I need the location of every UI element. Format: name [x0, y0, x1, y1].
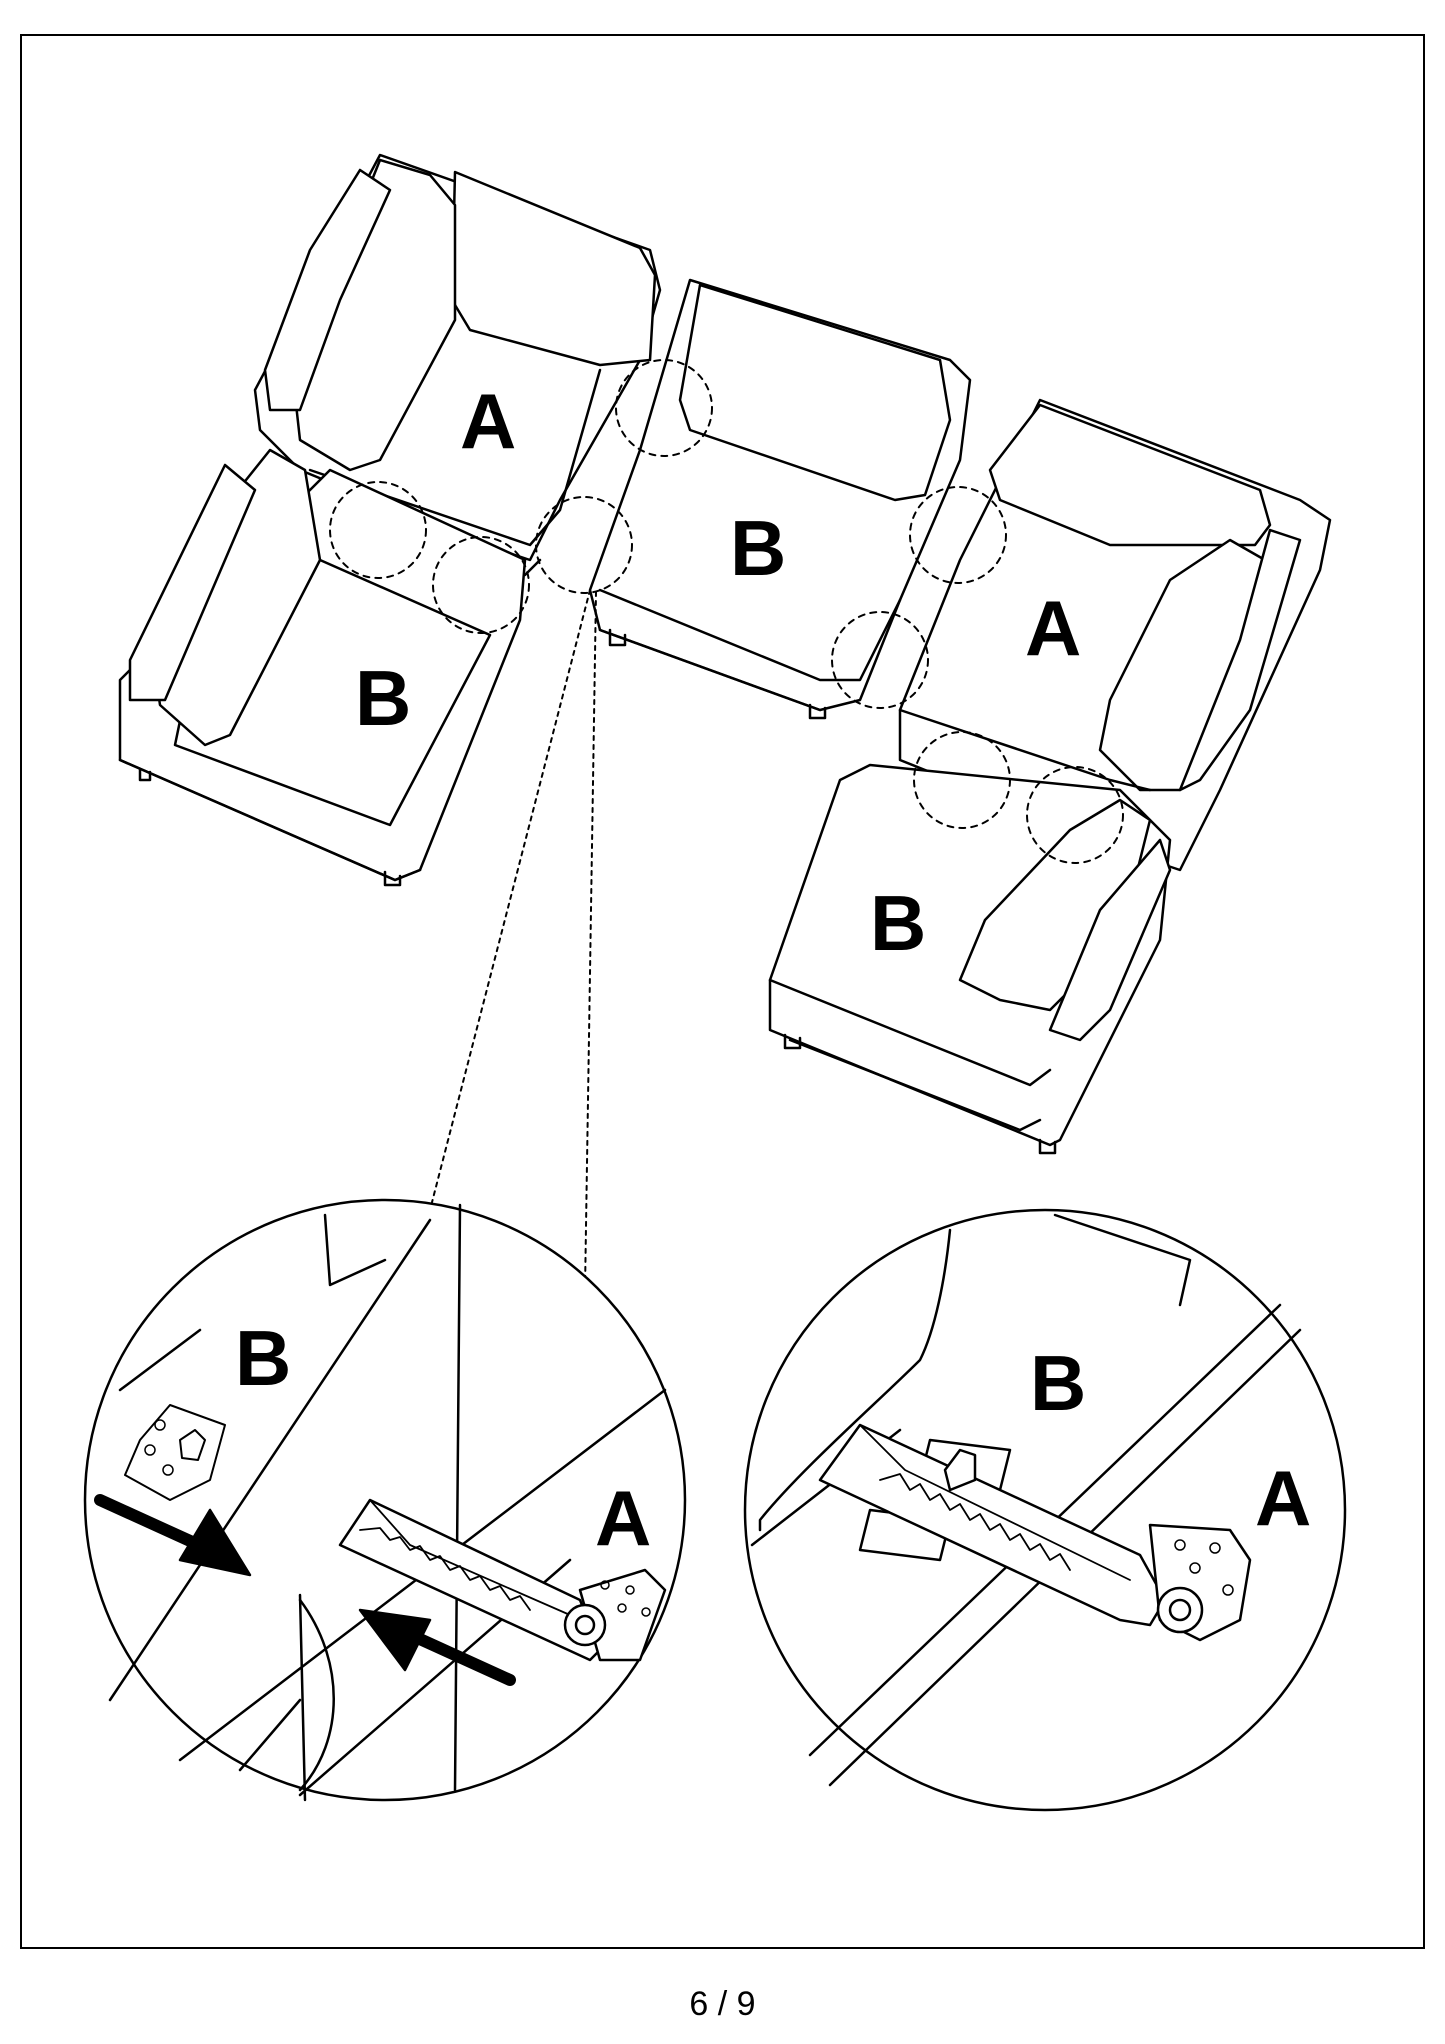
label-module-a-right: A — [1025, 584, 1081, 672]
label-module-b-left: B — [355, 654, 411, 742]
sofa-module-a-top-left — [253, 153, 662, 577]
page-number: 6 / 9 — [689, 1985, 756, 2023]
sofa-module-a-right — [898, 398, 1332, 872]
label-module-b-bottom-right: B — [870, 879, 926, 967]
detail-circle-right — [743, 1208, 1347, 1812]
label-module-a-top-left: A — [460, 377, 516, 465]
label-module-b-center: B — [730, 504, 786, 592]
detail-right-label-a: A — [1255, 1454, 1311, 1542]
detail-left-label-a: A — [595, 1474, 651, 1562]
detail-circle-left — [83, 1198, 687, 1802]
sofa-module-b-center — [588, 278, 972, 720]
connection-markers — [329, 359, 1124, 864]
detail-left-label-b: B — [235, 1314, 291, 1402]
zoom-leader-lines — [429, 589, 597, 1291]
sofa-module-b-left — [118, 448, 527, 887]
detail-right-label-b: B — [1030, 1339, 1086, 1427]
page-border — [20, 34, 1425, 1949]
sofa-module-b-bottom-right — [768, 763, 1172, 1155]
